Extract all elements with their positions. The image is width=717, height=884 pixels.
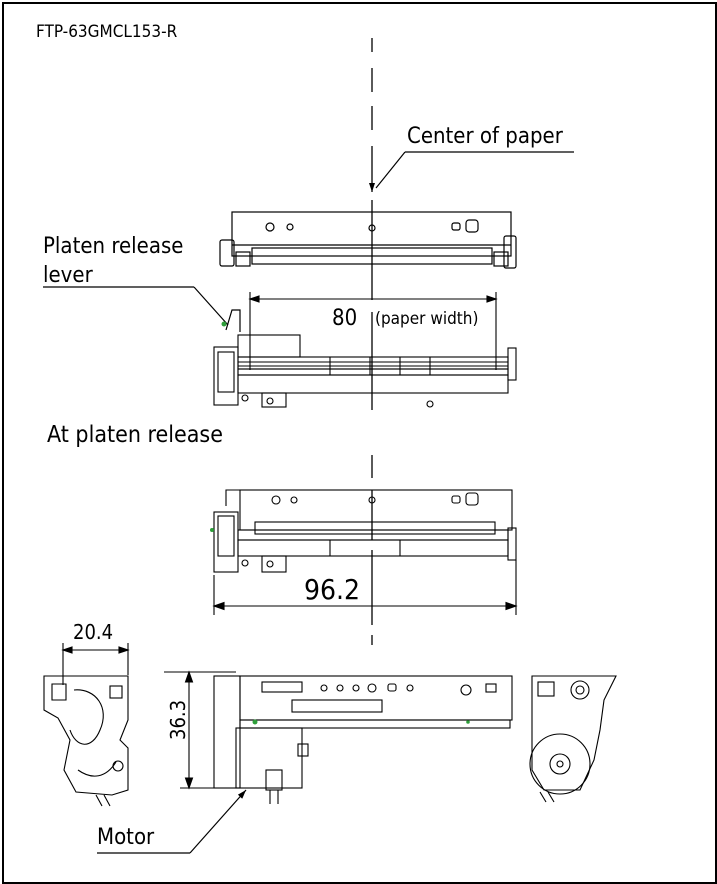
motor-leader	[97, 789, 247, 854]
center-of-paper-leader	[375, 151, 574, 189]
side-depth-value: 20.4	[73, 620, 114, 644]
overall-width-value: 96.2	[304, 573, 361, 606]
at-platen-release-label: At platen release	[47, 422, 223, 448]
overall-width-dimension	[212, 560, 518, 615]
paper-width-dimension	[248, 292, 498, 370]
platen-lever-leader	[43, 286, 241, 332]
platen-release-lever-label-line2: lever	[43, 263, 93, 288]
center-of-paper-label: Center of paper	[407, 124, 563, 149]
side-depth-dimension	[61, 643, 130, 685]
green-markers	[210, 321, 470, 725]
top-view	[219, 211, 517, 269]
paper-width-value: 80	[332, 306, 358, 331]
height-value: 36.3	[166, 699, 190, 740]
printer-front-view	[213, 334, 517, 408]
left-side-view	[43, 675, 129, 807]
model-number: FTP-63GMCL153-R	[36, 22, 178, 42]
height-dimension	[164, 670, 236, 790]
platen-release-lever-label-line1: Platen release	[43, 234, 184, 259]
rear-view	[213, 675, 513, 804]
right-side-view	[529, 675, 617, 803]
printer-release-view	[213, 489, 517, 573]
paper-width-note: (paper width)	[375, 309, 479, 329]
motor-label: Motor	[97, 825, 155, 850]
